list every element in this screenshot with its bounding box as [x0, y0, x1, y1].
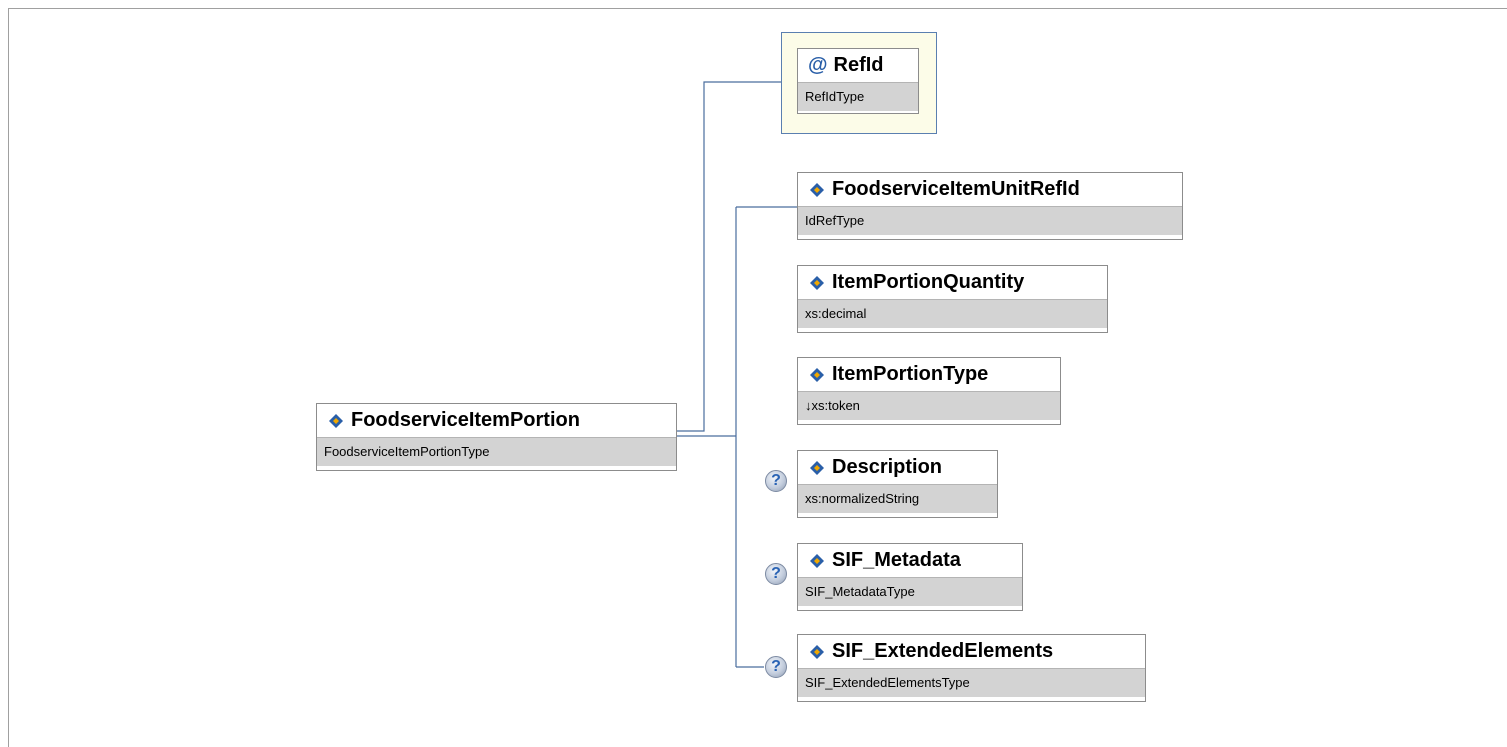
child-element-node[interactable]: FoodserviceItemUnitRefId IdRefType: [797, 172, 1183, 240]
optional-icon: ?: [765, 656, 787, 678]
attribute-connector: [676, 81, 782, 432]
child-element-type: SIF_ExtendedElementsType: [798, 668, 1145, 697]
at-sign-icon: @: [808, 54, 828, 76]
child-element-node[interactable]: SIF_Metadata SIF_MetadataType: [797, 543, 1023, 611]
child-element-type: IdRefType: [798, 206, 1182, 235]
attribute-type: RefIdType: [798, 82, 918, 111]
optional-icon: ?: [765, 470, 787, 492]
child-element-node[interactable]: ItemPortionType ↓xs:token: [797, 357, 1061, 425]
child-element-type: SIF_MetadataType: [798, 577, 1022, 606]
element-icon: [810, 182, 824, 197]
child-element-type: xs:normalizedString: [798, 484, 997, 513]
child-element-name: SIF_Metadata: [832, 549, 961, 571]
root-element-name: FoodserviceItemPortion: [351, 409, 580, 431]
attribute-name: RefId: [833, 54, 884, 76]
child-element-type: ↓xs:token: [798, 391, 1060, 420]
element-icon: [329, 413, 343, 428]
root-element-type: FoodserviceItemPortionType: [317, 437, 676, 466]
child-element-name: SIF_ExtendedElements: [832, 640, 1054, 662]
optional-icon: ?: [765, 563, 787, 585]
element-icon: [810, 275, 824, 290]
child-element-node[interactable]: Description xs:normalizedString: [797, 450, 998, 518]
attribute-container: @ RefId RefIdType: [781, 32, 937, 134]
child-element-type: xs:decimal: [798, 299, 1107, 328]
element-icon: [810, 460, 824, 475]
child-element-node[interactable]: ItemPortionQuantity xs:decimal: [797, 265, 1108, 333]
child-element-node[interactable]: SIF_ExtendedElements SIF_ExtendedElement…: [797, 634, 1146, 702]
child-element-name: FoodserviceItemUnitRefId: [832, 178, 1080, 200]
attribute-node[interactable]: @ RefId RefIdType: [797, 48, 919, 114]
element-icon: [810, 367, 824, 382]
root-element-node[interactable]: FoodserviceItemPortion FoodserviceItemPo…: [316, 403, 677, 471]
child-element-name: ItemPortionQuantity: [832, 271, 1025, 293]
element-icon: [810, 644, 824, 659]
element-icon: [810, 553, 824, 568]
child-element-name: Description: [832, 456, 943, 478]
diagram-frame: [8, 8, 1507, 747]
child-element-name: ItemPortionType: [832, 363, 989, 385]
